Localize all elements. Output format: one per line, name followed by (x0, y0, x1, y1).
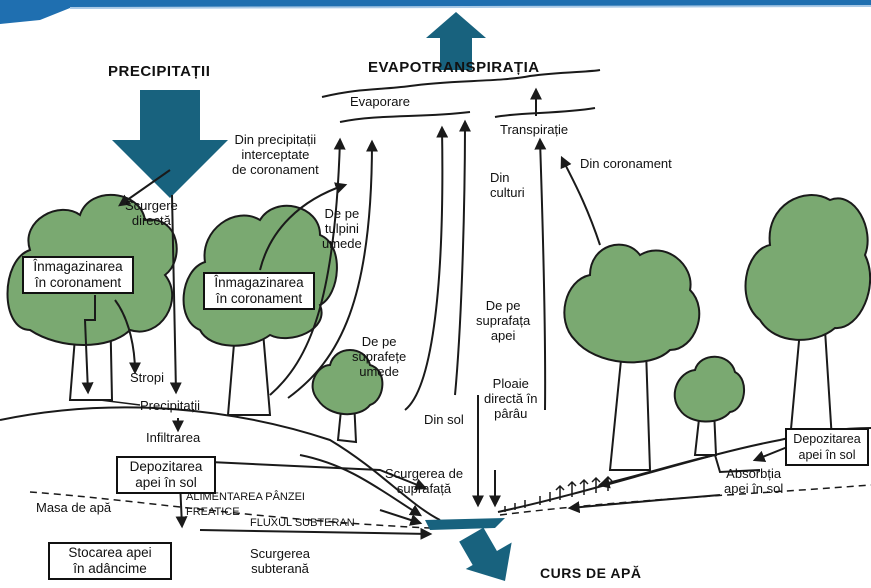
stream (425, 518, 505, 530)
label-de-pe-suprafata-apei: De pe suprafața apei (476, 298, 531, 343)
label-fluxul-subteran: FLUXUL SUBTERAN (250, 517, 355, 529)
tree-far-right (744, 194, 871, 441)
tree-right-small (673, 355, 745, 456)
box-depozitarea-right: Depozitarea apei în sol (785, 428, 869, 466)
label-curs-de-apa: CURS DE APĂ (540, 565, 642, 581)
ground-left (0, 406, 441, 521)
label-precipitatii: PRECIPITAȚII (108, 63, 211, 80)
label-masa-de-apa: Masa de apă (36, 500, 112, 515)
label-absorbtia: Absorbția apei în sol (724, 466, 784, 496)
stream-outlet-arrow (459, 527, 512, 581)
label-din-coronament: Din coronament (580, 156, 672, 171)
box-stocarea: Stocarea apei în adâncime (48, 542, 172, 580)
tree-small-center (311, 349, 384, 444)
label-scurgerea-de-suprafata: Scurgerea de suprafață (385, 466, 464, 496)
label-din-sol: Din sol (424, 412, 464, 427)
label-de-pe-tulpini: De pe tulpini umede (322, 206, 362, 251)
box-inmagazinarea-2: Înmagazinarea în coronament (203, 272, 315, 310)
label-stropi: Stropi (130, 370, 164, 385)
label-precipitatii-ground: Precipitații (140, 398, 200, 413)
label-scurgere-directa: Scurgere directă (125, 198, 178, 228)
evapotranspiration-big-arrow (426, 12, 486, 70)
label-alimentarea: ALIMENTAREA PÂNZEI FREATICE (186, 491, 305, 518)
label-transpiratie: Transpirație (500, 122, 569, 137)
box-depozitarea-sol: Depozitarea apei în sol (116, 456, 216, 494)
tree-right (563, 243, 701, 471)
label-evapotranspiratia: EVAPOTRANSPIRAȚIA (368, 59, 540, 76)
header-band (0, 0, 871, 24)
label-infiltrarea: Infiltrarea (146, 430, 201, 445)
label-de-pe-suprafete: De pe suprafețe umede (352, 334, 407, 379)
label-ploaie-directa: Ploaie directă în pârâu (484, 376, 538, 421)
box-inmagazinarea-1: Înmagazinarea în coronament (22, 256, 134, 294)
label-din-precipitatii: Din precipitații interceptate de coronam… (232, 132, 319, 177)
precipitation-big-arrow (112, 90, 228, 198)
label-evaporare: Evaporare (350, 94, 410, 109)
label-scurgerea-subterana: Scurgerea subterană (250, 546, 310, 576)
label-din-culturi: Din culturi (490, 170, 525, 200)
